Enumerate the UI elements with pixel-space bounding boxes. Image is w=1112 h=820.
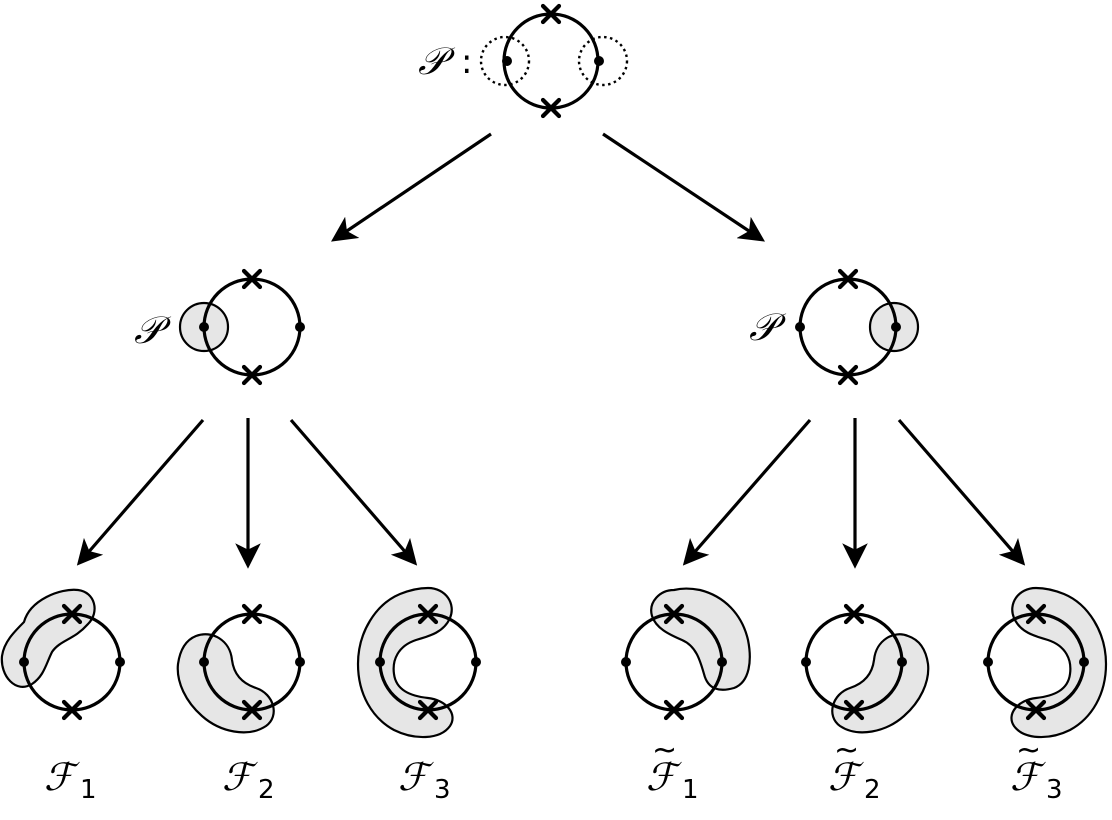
- cross-icon: [1025, 699, 1047, 721]
- cross-icon: [241, 364, 263, 386]
- leaf-label-subscript: 2: [864, 775, 881, 805]
- leaf-label-f1-tilde: ~ ℱ 1: [646, 733, 699, 805]
- root-colon: :: [461, 42, 472, 82]
- vertex-dot: [295, 657, 305, 667]
- shaded-region: [650, 587, 751, 691]
- cross-icon: [663, 603, 685, 625]
- vertex-dot: [717, 657, 727, 667]
- leaf-f1-tilde: [621, 587, 751, 721]
- leaf-label-f3: ℱ 3: [398, 755, 451, 805]
- level1-right-label: 𝒫: [749, 305, 787, 349]
- cross-icon: [241, 268, 263, 290]
- cross-icon: [843, 603, 865, 625]
- vertex-dot: [801, 657, 811, 667]
- dotted-loop-right: [577, 35, 629, 87]
- leaf-f2: [176, 603, 305, 734]
- tilde-accent: ~: [652, 733, 677, 768]
- arrow-right-to-f3-tilde: [897, 418, 1026, 566]
- vertex-dot: [199, 322, 209, 332]
- leaf-f2-tilde: [801, 603, 930, 734]
- cross-icon: [241, 603, 263, 625]
- leaf-label-subscript: 3: [1046, 775, 1063, 805]
- tilde-accent: ~: [1016, 733, 1041, 768]
- vertex-dot: [891, 322, 901, 332]
- leaf-label-f2-tilde: ~ ℱ 2: [828, 733, 881, 805]
- cross-icon: [837, 268, 859, 290]
- arrow-root-to-right: [602, 132, 765, 242]
- dotted-loop-left: [479, 35, 531, 87]
- vertex-dot: [983, 657, 993, 667]
- vertex-dot: [375, 657, 385, 667]
- arrow-left-to-f1: [76, 418, 205, 566]
- cross-icon: [843, 699, 865, 721]
- level1-left-label: 𝒫: [134, 308, 172, 352]
- vertex-dot: [1079, 657, 1089, 667]
- cross-icon: [540, 3, 562, 25]
- cross-icon: [241, 699, 263, 721]
- leaf-label-letter: ℱ: [222, 755, 258, 799]
- leaf-label-letter: ℱ: [44, 755, 80, 799]
- leaf-f3: [356, 586, 481, 739]
- arrow-right-to-f1-tilde: [682, 418, 812, 566]
- cross-icon: [837, 364, 859, 386]
- level1-right-node: 𝒫: [749, 268, 920, 386]
- level1-left-node: 𝒫: [134, 268, 305, 386]
- tilde-accent: ~: [834, 733, 859, 768]
- cross-icon: [417, 699, 439, 721]
- cross-icon: [540, 97, 562, 119]
- root-ring: [502, 12, 600, 110]
- cross-icon: [61, 603, 83, 625]
- arrow-left-to-f3: [289, 418, 418, 566]
- cross-icon: [1025, 603, 1047, 625]
- leaf-label-letter: ℱ: [398, 755, 434, 799]
- vertex-dot: [19, 657, 29, 667]
- vertex-dot: [295, 322, 305, 332]
- cross-icon: [417, 603, 439, 625]
- vertex-dot: [199, 657, 209, 667]
- vertex-dot: [795, 322, 805, 332]
- shaded-region: [356, 586, 454, 739]
- shaded-region: [1010, 586, 1108, 739]
- arrow-root-to-left: [331, 132, 492, 242]
- vertex-dot: [502, 56, 512, 66]
- vertex-dot: [897, 657, 907, 667]
- leaf-label-f2: ℱ 2: [222, 755, 275, 805]
- cross-icon: [61, 699, 83, 721]
- leaf-label-subscript: 1: [682, 775, 699, 805]
- leaf-label-subscript: 2: [258, 775, 275, 805]
- root-label: 𝒫: [418, 39, 456, 83]
- leaf-f1: [0, 588, 125, 721]
- leaf-f3-tilde: [983, 586, 1108, 739]
- vertex-dot: [621, 657, 631, 667]
- cross-icon: [663, 699, 685, 721]
- leaf-label-subscript: 1: [80, 775, 97, 805]
- leaf-label-f3-tilde: ~ ℱ 3: [1010, 733, 1063, 805]
- vertex-dot: [471, 657, 481, 667]
- vertex-dot: [594, 56, 604, 66]
- vertex-dot: [115, 657, 125, 667]
- leaf-label-subscript: 3: [434, 775, 451, 805]
- root-node: 𝒫 :: [418, 3, 629, 119]
- leaf-label-f1: ℱ 1: [44, 755, 97, 805]
